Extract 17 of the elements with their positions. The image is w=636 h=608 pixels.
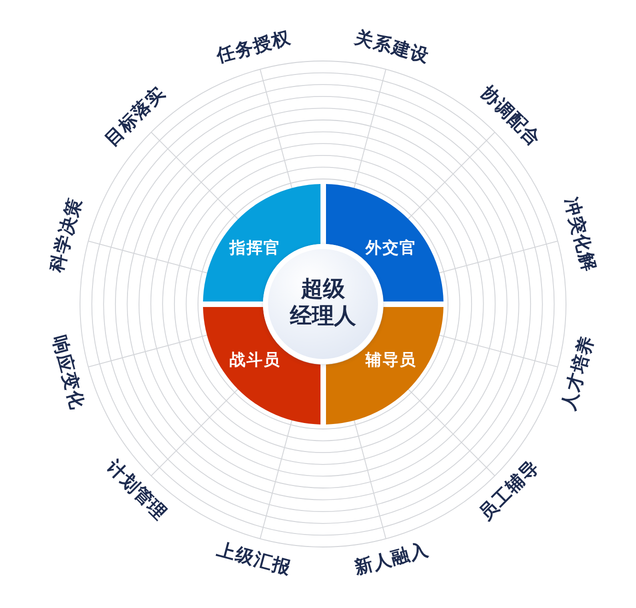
- ring-label: 协调配合: [476, 83, 544, 150]
- segment-label: 指挥官: [229, 239, 280, 257]
- ring-label: 响应变化: [48, 333, 86, 412]
- center-label: 超级经理人: [288, 277, 357, 331]
- ring-label: 计划管理: [102, 458, 170, 525]
- ring-label: 人才培养: [560, 333, 598, 412]
- ring-label: 上级汇报: [215, 541, 294, 579]
- ring-label: 目标落实: [102, 83, 170, 150]
- ring-label: 员工辅导: [476, 458, 544, 525]
- ring-label: 新人融入: [352, 541, 431, 579]
- ring-label: 冲突化解: [560, 196, 598, 275]
- segment-label: 战斗员: [229, 351, 280, 369]
- ring-label: 科学决策: [48, 196, 86, 275]
- segment-label: 外交官: [366, 239, 416, 257]
- ring-label: 关系建设: [352, 29, 431, 67]
- segment-label: 辅导员: [366, 351, 416, 369]
- ring-label: 任务授权: [215, 29, 294, 67]
